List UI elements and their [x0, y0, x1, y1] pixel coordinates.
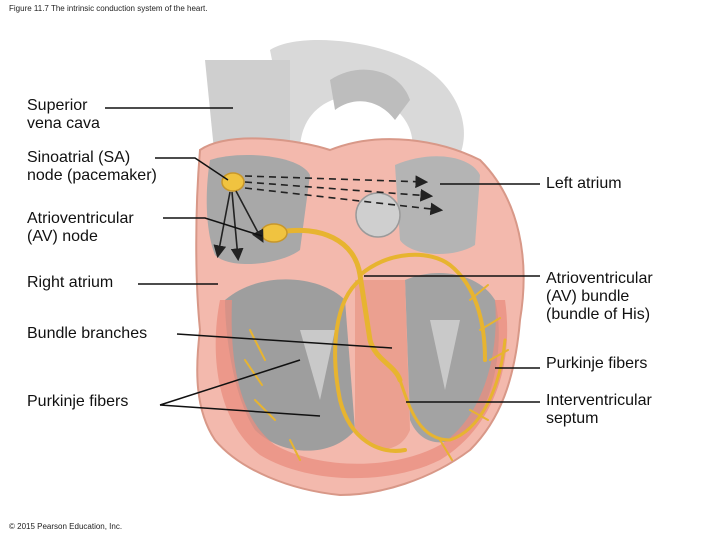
left-atrium-chamber [395, 156, 480, 255]
copyright-notice: © 2015 Pearson Education, Inc. [9, 522, 123, 531]
label-interventricular-septum: Interventricular septum [546, 392, 652, 428]
papillary-muscle [430, 320, 460, 390]
label-purkinje-fibers-left: Purkinje fibers [27, 393, 129, 410]
aortic-valve [355, 192, 401, 238]
label-right-atrium: Right atrium [27, 274, 114, 291]
leader-bundle-branches [176, 333, 393, 349]
right-bundle-branch [333, 278, 407, 453]
label-line: (bundle of His) [546, 306, 651, 323]
leader-sa-node [155, 157, 229, 181]
leader-purkinje-to-top [159, 359, 301, 406]
right-ventricle-chamber [225, 279, 355, 451]
septal-branch [398, 338, 507, 442]
superior-vena-cava-vessel [205, 60, 290, 160]
label-line: Interventricular [546, 392, 652, 409]
label-superior-vena-cava: Superior vena cava [27, 97, 100, 133]
label-line: Atrioventricular [27, 210, 134, 227]
purkinje-branches [244, 284, 509, 461]
leader-av-node [163, 217, 263, 237]
label-bundle-branches: Bundle branches [27, 325, 148, 342]
label-line: Atrioventricular [546, 270, 653, 287]
conduction-system [244, 227, 509, 461]
label-av-bundle: Atrioventricular (AV) bundle (bundle of … [546, 270, 653, 324]
label-line: (AV) node [27, 228, 98, 245]
label-line: Sinoatrial (SA) [27, 149, 131, 166]
figure-caption: Figure 11.7 The intrinsic conduction sys… [9, 4, 208, 13]
label-line: septum [546, 410, 599, 427]
pulmonary-trunk [330, 69, 410, 120]
label-purkinje-fibers-right: Purkinje fibers [546, 355, 648, 372]
label-av-node: Atrioventricular (AV) node [27, 210, 134, 246]
aorta [270, 40, 464, 170]
leader-lines [105, 107, 540, 417]
papillary-muscle [300, 330, 335, 400]
label-line: Superior [27, 97, 88, 114]
label-line: (AV) bundle [546, 288, 630, 305]
leader-purkinje-to-mid [159, 404, 321, 417]
left-bundle-branch [358, 252, 487, 362]
sa-node [221, 172, 245, 192]
right-atrium-chamber [206, 155, 310, 265]
label-line: vena cava [27, 115, 100, 132]
label-sa-node: Sinoatrial (SA) node (pacemaker) [27, 149, 157, 185]
av-node [260, 223, 288, 243]
impulse-arrows [213, 175, 444, 262]
label-left-atrium: Left atrium [546, 175, 622, 192]
label-line: node (pacemaker) [27, 167, 157, 184]
